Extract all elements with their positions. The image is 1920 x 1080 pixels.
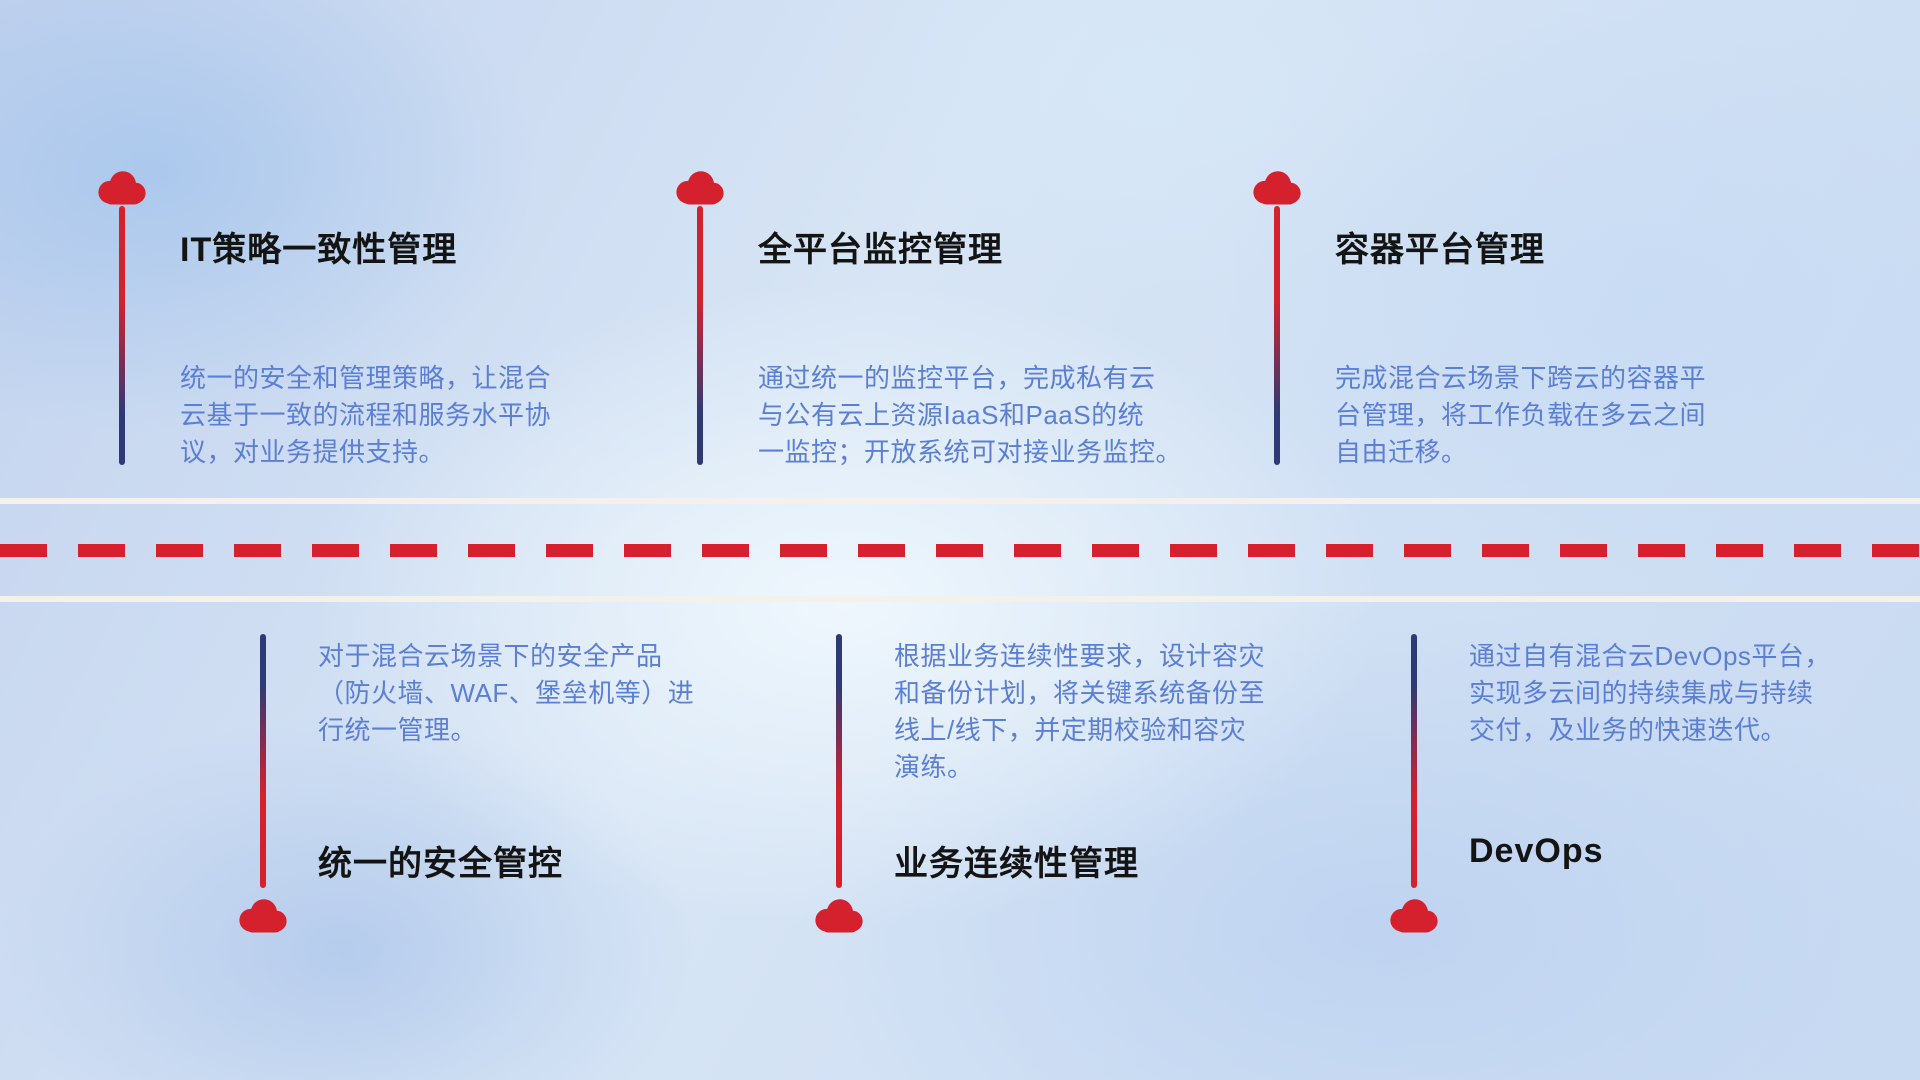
road-center-dashed-line [0, 544, 1920, 557]
connector-line [836, 634, 842, 888]
road-edge-line-top [0, 498, 1920, 504]
road-edge-line-bottom [0, 596, 1920, 602]
item-title: DevOps [1469, 832, 1604, 870]
cloud-icon [1249, 168, 1305, 206]
cloud-icon [811, 896, 867, 934]
item-title: 业务连续性管理 [894, 845, 1139, 883]
item-description: 对于混合云场景下的安全产品 （防火墙、WAF、堡垒机等）进 行统一管理。 [318, 641, 695, 745]
item-description: 完成混合云场景下跨云的容器平 台管理，将工作负载在多云之间 自由迁移。 [1335, 363, 1707, 467]
item-description: 根据业务连续性要求，设计容灾 和备份计划，将关键系统备份至 线上/线下，并定期校… [894, 641, 1266, 782]
item-description: 通过自有混合云DevOps平台， 实现多云间的持续集成与持续 交付，及业务的快速… [1469, 641, 1831, 745]
cloud-icon [1386, 896, 1442, 934]
connector-line [1274, 206, 1280, 465]
cloud-icon [235, 896, 291, 934]
connector-line [260, 634, 266, 888]
connector-line [697, 206, 703, 465]
item-title: IT策略一致性管理 [180, 231, 458, 269]
connector-line [119, 206, 125, 465]
item-title: 统一的安全管控 [318, 845, 563, 883]
cloud-icon [672, 168, 728, 206]
cloud-icon [94, 168, 150, 206]
item-description: 统一的安全和管理策略，让混合 云基于一致的流程和服务水平协 议，对业务提供支持。 [180, 363, 552, 467]
connector-line [1411, 634, 1417, 888]
item-title: 全平台监控管理 [758, 231, 1003, 269]
item-description: 通过统一的监控平台，完成私有云 与公有云上资源IaaS和PaaS的统 一监控；开… [758, 363, 1183, 467]
item-title: 容器平台管理 [1335, 231, 1545, 269]
